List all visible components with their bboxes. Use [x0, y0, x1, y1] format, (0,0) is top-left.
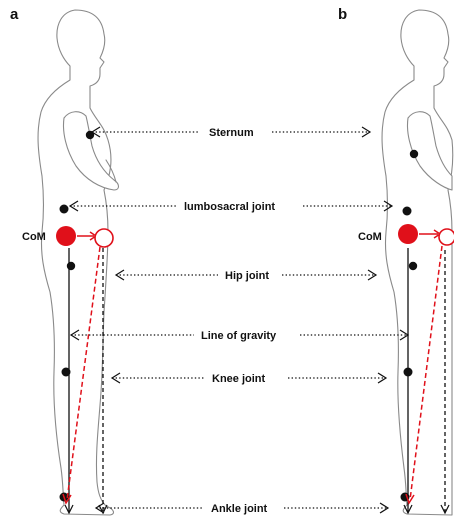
gravity-callout: Line of gravity [71, 330, 408, 342]
panel-a-com-label: CoM [22, 231, 46, 243]
panel-b-hip-marker [409, 262, 417, 270]
panel-a-label: a [10, 6, 19, 23]
sternum-callout: Sternum [92, 127, 370, 139]
panel-b-sway-line [410, 246, 442, 500]
sternum-label: Sternum [209, 127, 254, 139]
panel-a-hip-marker [67, 262, 75, 270]
panel-a-com-marker [56, 226, 76, 246]
hip-label: Hip joint [225, 270, 269, 282]
lumbosacral-label: lumbosacral joint [184, 201, 275, 213]
panel-a-lumbosacral-marker [60, 205, 69, 214]
ankle-label: Ankle joint [211, 503, 268, 515]
panel-a-com-projected-marker [95, 229, 113, 247]
lumbosacral-callout: lumbosacral joint [70, 201, 392, 213]
ankle-callout: Ankle joint [96, 503, 388, 515]
panel-a-sway-line [67, 247, 100, 500]
panel-a-figure [38, 10, 118, 515]
panel-b-label: b [338, 6, 347, 23]
panel-b-com-marker [398, 224, 418, 244]
panel-b-lumbosacral-marker [403, 207, 412, 216]
knee-callout: Knee joint [112, 373, 386, 385]
knee-label: Knee joint [212, 373, 266, 385]
panel-b-com-projected-marker [439, 229, 454, 245]
hip-callout: Hip joint [116, 270, 376, 282]
gravity-label: Line of gravity [201, 330, 277, 342]
panel-b-sternum-marker [410, 150, 418, 158]
panel-a-body-outline [38, 10, 113, 515]
panel-b-com-label: CoM [358, 231, 382, 243]
